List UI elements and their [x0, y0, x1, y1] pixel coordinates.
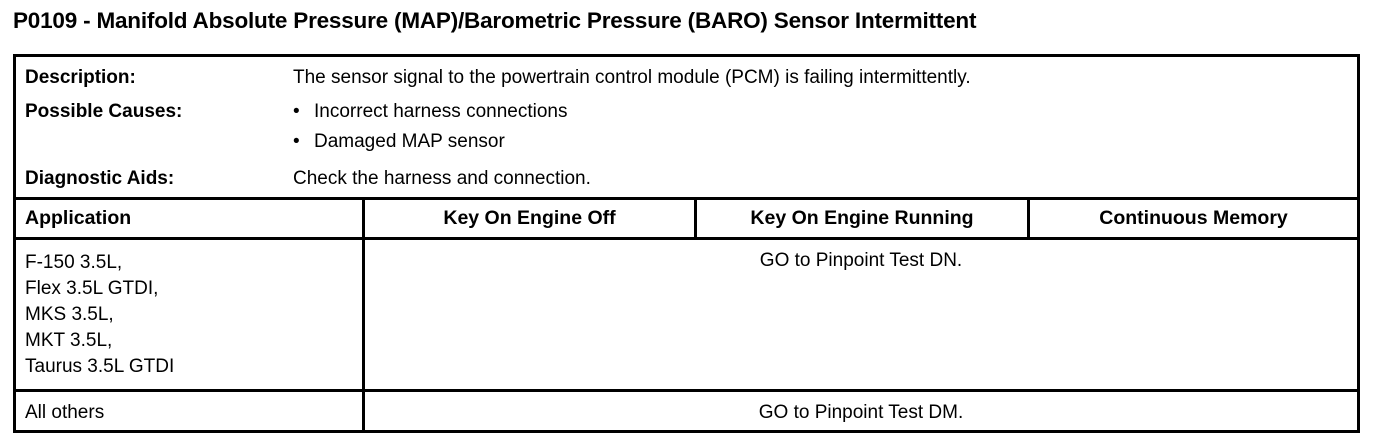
- possible-causes-label: Possible Causes:: [25, 101, 183, 122]
- dtc-table-frame: Description: The sensor signal to the po…: [13, 54, 1360, 433]
- cell-application-list: F-150 3.5L, Flex 3.5L GTDI, MKS 3.5L, MK…: [16, 240, 365, 389]
- description-label: Description:: [25, 67, 136, 88]
- diagnostic-aids-label: Diagnostic Aids:: [25, 168, 175, 189]
- application-line-group: F-150 3.5L, Flex 3.5L GTDI, MKS 3.5L, MK…: [16, 250, 362, 380]
- table-header-row: Application Key On Engine Off Key On Eng…: [16, 200, 1357, 240]
- header-cell-continuous-memory: Continuous Memory: [1030, 200, 1357, 237]
- header-label-application: Application: [25, 207, 132, 229]
- result-text: GO to Pinpoint Test DN.: [759, 250, 963, 271]
- info-block: Description: The sensor signal to the po…: [16, 57, 1357, 200]
- application-line: MKT 3.5L,: [25, 329, 113, 351]
- cause-text: Incorrect harness connections: [314, 101, 567, 122]
- cause-list-item: • Incorrect harness connections: [293, 100, 567, 124]
- application-line: Flex 3.5L GTDI,: [25, 277, 159, 299]
- application-line: All others: [25, 401, 105, 423]
- cell-result-span: GO to Pinpoint Test DN.: [365, 240, 1357, 389]
- table-row: F-150 3.5L, Flex 3.5L GTDI, MKS 3.5L, MK…: [16, 240, 1357, 392]
- header-cell-key-on-engine-off: Key On Engine Off: [365, 200, 697, 237]
- cell-result-span: GO to Pinpoint Test DM.: [365, 392, 1357, 433]
- application-table: Application Key On Engine Off Key On Eng…: [16, 200, 1357, 433]
- header-label-key-on-engine-running: Key On Engine Running: [750, 207, 974, 229]
- header-label-continuous-memory: Continuous Memory: [1099, 207, 1288, 229]
- cause-text-2: Damaged MAP sensor: [314, 131, 505, 152]
- header-cell-key-on-engine-running: Key On Engine Running: [697, 200, 1030, 237]
- application-line-group: All others: [16, 400, 362, 426]
- table-row: All others GO to Pinpoint Test DM.: [16, 392, 1357, 433]
- description-value: The sensor signal to the powertrain cont…: [293, 67, 971, 88]
- page-title: P0109 - Manifold Absolute Pressure (MAP)…: [13, 8, 977, 33]
- application-line: F-150 3.5L,: [25, 251, 123, 273]
- application-line: Taurus 3.5L GTDI: [25, 355, 175, 377]
- result-text: GO to Pinpoint Test DM.: [758, 401, 964, 423]
- bullet-icon: •: [293, 101, 300, 122]
- cause-text-1: Incorrect harness connections: [314, 101, 568, 122]
- bullet-icon: •: [293, 131, 300, 152]
- cell-application-list: All others: [16, 392, 365, 433]
- header-cell-application: Application: [16, 200, 365, 237]
- header-label-key-on-engine-off: Key On Engine Off: [443, 207, 616, 229]
- application-line: MKS 3.5L,: [25, 303, 114, 325]
- cause-list-item: • Damaged MAP sensor: [293, 130, 505, 154]
- diagnostic-aids-value: Check the harness and connection.: [293, 168, 591, 189]
